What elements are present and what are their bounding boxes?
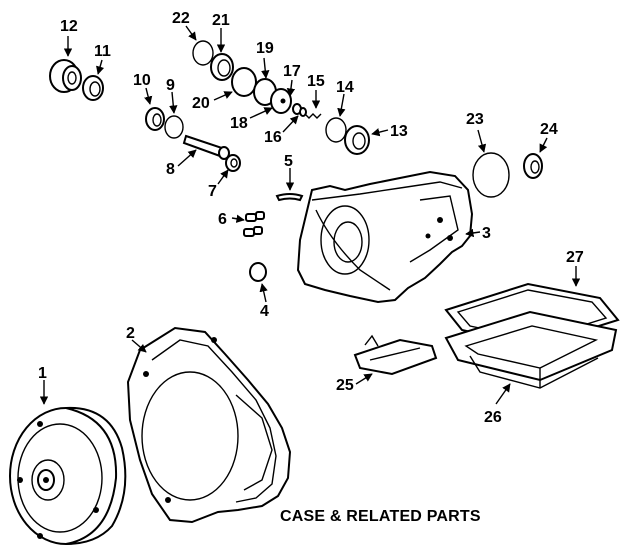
leader-lines (39, 25, 581, 405)
part-12-retainer (49, 59, 82, 93)
callout-25: 25 (336, 377, 354, 394)
callout-27: 27 (566, 249, 584, 266)
part-3-transmission-case (296, 170, 474, 304)
part-18-gear (270, 88, 292, 114)
callout-11: 11 (94, 43, 111, 60)
part-10-bearing (145, 107, 165, 131)
part-2-bell-housing (126, 326, 292, 524)
callout-numbers: 12 11 10 9 8 7 22 21 19 20 18 17 16 15 1… (38, 10, 584, 426)
part-8-shaft (182, 134, 230, 160)
callout-6: 6 (218, 211, 227, 228)
callout-7: 7 (208, 183, 217, 200)
callout-5: 5 (284, 153, 293, 170)
part-20-disc (231, 67, 257, 97)
callout-16: 16 (264, 129, 282, 146)
callout-3: 3 (482, 225, 491, 242)
part-21-bearing (210, 53, 234, 81)
part-23-gasket-ring (472, 152, 510, 198)
callout-9: 9 (166, 77, 175, 94)
part-14-o-ring (325, 117, 347, 143)
part-4-plug (249, 262, 267, 282)
callout-12: 12 (60, 18, 78, 35)
part-17-pin (299, 107, 307, 117)
part-15-spring (304, 113, 322, 119)
part-24-seal (523, 153, 543, 179)
callout-4: 4 (260, 303, 269, 320)
part-6-fittings (243, 211, 265, 237)
callout-13: 13 (390, 123, 408, 140)
part-25-filter (353, 334, 438, 376)
callout-2: 2 (126, 325, 135, 342)
part-13-seal (344, 125, 370, 155)
part-7-bushing (225, 154, 241, 172)
callout-8: 8 (166, 161, 175, 178)
diagram-caption: CASE & RELATED PARTS (280, 508, 481, 525)
callout-14: 14 (336, 79, 354, 96)
callout-21: 21 (212, 12, 230, 29)
callout-20: 20 (192, 95, 210, 112)
part-26-oil-pan (444, 310, 618, 389)
callout-23: 23 (466, 111, 484, 128)
part-5-clip (275, 193, 304, 202)
callout-19: 19 (256, 40, 274, 57)
part-11-seal (82, 75, 104, 101)
callout-1: 1 (38, 365, 47, 382)
callout-15: 15 (307, 73, 325, 90)
callout-22: 22 (172, 10, 190, 27)
part-9-o-ring (164, 115, 184, 139)
part-1-torque-converter (9, 406, 127, 545)
callout-10: 10 (133, 72, 151, 89)
callout-18: 18 (230, 115, 248, 132)
callout-17: 17 (283, 63, 301, 80)
part-22-snap-ring (192, 40, 214, 66)
callout-26: 26 (484, 409, 502, 426)
callout-24: 24 (540, 121, 558, 138)
